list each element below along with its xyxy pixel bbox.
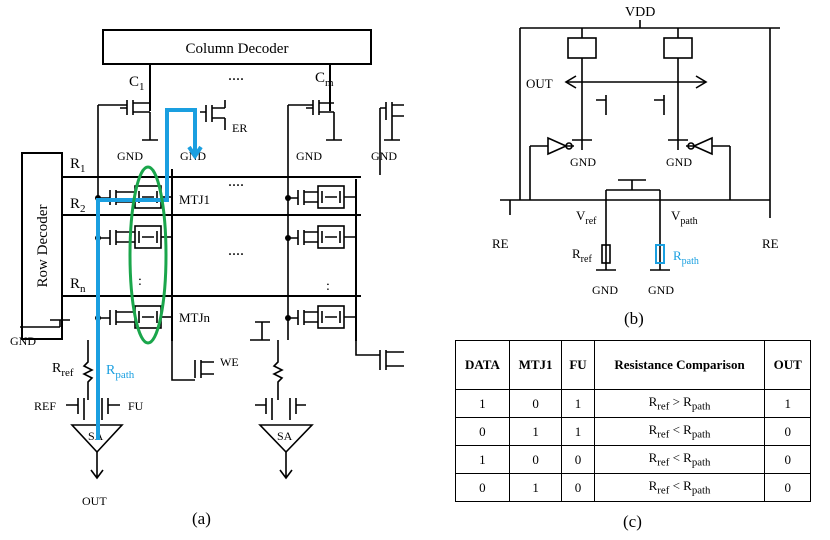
table-cell: 1 [561, 389, 595, 418]
gnd-label-b3: GND [592, 283, 618, 297]
gnd-label-c1: GND [117, 149, 143, 163]
mtjn-label: MTJn [179, 310, 211, 325]
vpath-label: Vpath [671, 208, 698, 227]
header-mtj1: MTJ1 [508, 340, 563, 390]
mtj-cell-colm-r1 [285, 185, 356, 209]
ref-label: REF [34, 399, 56, 413]
row-decoder-label: Row Decoder [35, 205, 51, 288]
re-label-left: RE [492, 236, 509, 251]
vref-label: Vref [576, 208, 597, 227]
caption-a: (a) [192, 509, 211, 528]
table-cell: Rref > Rpath [593, 389, 766, 418]
er-label: ER [232, 121, 247, 135]
sa-label-1: SA [88, 429, 104, 443]
sa-label-m: SA [277, 429, 293, 443]
header-fu: FU [561, 340, 595, 390]
table-cell: Rref < Rpath [593, 417, 766, 446]
gnd-label-b1: GND [570, 155, 596, 169]
out-label-b: OUT [526, 76, 553, 91]
col1-vertical-dots: : [138, 274, 142, 289]
fu-label: FU [128, 399, 144, 413]
table-cell: Rref < Rpath [593, 473, 766, 502]
gnd-label-cm2: GND [371, 149, 397, 163]
gnd-label-cm: GND [296, 149, 322, 163]
table-cell: 1 [561, 417, 595, 446]
mtj1-label: MTJ1 [179, 192, 210, 207]
table-cell: 0 [764, 417, 811, 446]
table-cell: Rref < Rpath [593, 445, 766, 474]
table-cell: 0 [508, 389, 563, 418]
mtj-cell-col1-r2 [95, 225, 172, 249]
row-decoder-box [21, 152, 63, 340]
table-cell: 0 [764, 445, 811, 474]
mtj-cell-colm-rn [285, 305, 356, 329]
table-cell: 0 [561, 473, 595, 502]
table-cell: 1 [455, 445, 510, 474]
table-cell: 0 [455, 417, 510, 446]
caption-b: (b) [624, 309, 644, 328]
header-resistance-comparison: Resistance Comparison [593, 340, 766, 390]
panel-a: Column Decoder Row Decoder C1 Cm .... GN… [10, 29, 404, 528]
row-label-n: Rn [70, 276, 86, 295]
col-m-label: Cm [315, 70, 334, 89]
truth-table: DATA MTJ1 FU Resistance Comparison OUT 1… [455, 340, 811, 502]
we-label: WE [220, 355, 239, 369]
col-dots: .... [228, 67, 244, 84]
table-cell: 0 [508, 445, 563, 474]
re-label-right: RE [762, 236, 779, 251]
column-decoder-box [102, 29, 372, 65]
gnd-label-b4: GND [648, 283, 674, 297]
table-cell: 0 [764, 473, 811, 502]
table-cell: 1 [455, 389, 510, 418]
column-decoder-label: Column Decoder [186, 41, 289, 57]
row-label-1: R1 [70, 156, 86, 175]
header-data: DATA [455, 340, 510, 390]
mtj-column-highlight [128, 165, 168, 345]
sense-amp-m [258, 424, 314, 454]
row-label-2: R2 [70, 196, 86, 215]
out-label-a: OUT [82, 494, 107, 508]
rpath-label-a: Rpath [106, 363, 135, 381]
rref-label-b: Rref [572, 246, 592, 265]
table-cell: 0 [561, 445, 595, 474]
table-cell: 1 [508, 417, 563, 446]
vdd-label: VDD [625, 5, 655, 20]
rref-label-a: Rref [52, 361, 74, 379]
caption-c: (c) [623, 512, 642, 531]
row-dots-1: .... [228, 173, 244, 190]
row-dots-2: .... [228, 242, 244, 259]
table-cell: 1 [764, 389, 811, 418]
panel-b: VDD OUT GND GND RE RE Vref Vpath Rref Rp… [492, 5, 780, 328]
col-1-label: C1 [129, 74, 145, 93]
gnd-label-left: GND [10, 334, 36, 348]
mtj-cell-colm-r2 [285, 225, 356, 249]
colm-vertical-dots: : [326, 279, 330, 294]
gnd-label-b2: GND [666, 155, 692, 169]
current-path-highlight [96, 108, 197, 440]
table-header-row: DATA MTJ1 FU Resistance Comparison OUT [455, 340, 811, 390]
header-out: OUT [764, 340, 811, 390]
table-cell: 1 [508, 473, 563, 502]
rpath-label-b: Rpath [673, 248, 699, 267]
table-cell: 0 [455, 473, 510, 502]
